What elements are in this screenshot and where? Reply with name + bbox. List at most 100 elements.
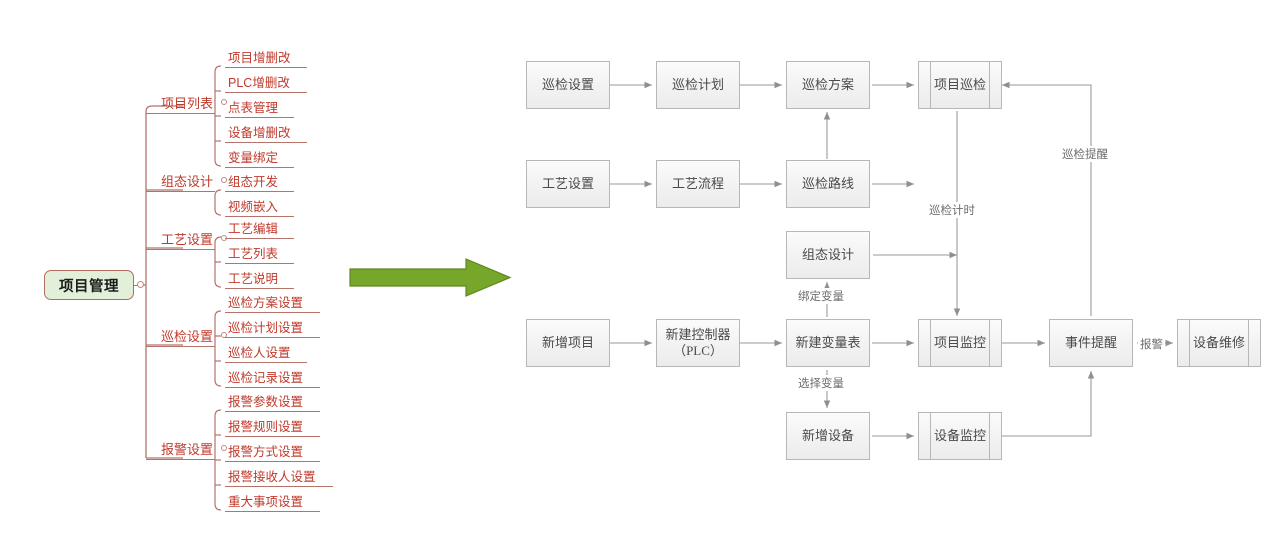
mindmap-leaf[interactable]: PLC增删改 bbox=[225, 72, 307, 94]
mindmap-leaf-label: 设备增删改 bbox=[228, 126, 291, 140]
underline bbox=[225, 263, 294, 265]
flow-node-巡检方案[interactable]: 巡检方案 bbox=[786, 61, 870, 109]
flow-node-工艺流程[interactable]: 工艺流程 bbox=[656, 160, 740, 208]
underline bbox=[146, 113, 215, 115]
mindmap-leaf[interactable]: 报警规则设置 bbox=[225, 416, 320, 438]
flow-node-事件提醒[interactable]: 事件提醒 bbox=[1049, 319, 1133, 367]
mindmap-root-node[interactable]: 项目管理 bbox=[44, 270, 134, 300]
collapse-icon[interactable] bbox=[221, 177, 227, 183]
node-label: 设备维修 bbox=[1192, 334, 1245, 350]
underline bbox=[225, 511, 320, 513]
edge-label-选择变量: 选择变量 bbox=[796, 375, 846, 391]
underline bbox=[225, 216, 294, 218]
node-label: 设备监控 bbox=[933, 427, 986, 443]
node-label: 巡检路线 bbox=[801, 175, 854, 191]
mindmap-panel: 项目管理 项目列表 组态设计 工艺设置 巡检设置 报警设置 bbox=[0, 0, 510, 559]
mindmap-leaf[interactable]: 变量绑定 bbox=[225, 147, 294, 169]
flow-node-巡检计划[interactable]: 巡检计划 bbox=[656, 61, 740, 109]
collapse-icon[interactable] bbox=[221, 332, 227, 338]
mindmap-connectors bbox=[139, 65, 222, 511]
mindmap-leaf-label: 项目增删改 bbox=[228, 51, 291, 65]
mindmap-leaf-label: 视频嵌入 bbox=[228, 200, 279, 214]
mindmap-root-label: 项目管理 bbox=[59, 278, 119, 295]
node-label: 新建控制器 （PLC） bbox=[665, 326, 731, 358]
mindmap-leaf-label: 点表管理 bbox=[228, 101, 279, 115]
mindmap-leaf[interactable]: 工艺编辑 bbox=[225, 218, 294, 240]
flow-node-设备维修[interactable]: 设备维修 bbox=[1177, 319, 1261, 367]
flow-node-设备监控[interactable]: 设备监控 bbox=[918, 412, 1002, 460]
mindmap-leaf-label: 巡检计划设置 bbox=[228, 321, 304, 335]
mindmap-leaf[interactable]: 工艺说明 bbox=[225, 268, 294, 290]
mindmap-leaf-label: 巡检记录设置 bbox=[228, 371, 304, 385]
flow-node-新建变量表[interactable]: 新建变量表 bbox=[786, 319, 870, 367]
underline bbox=[225, 337, 320, 339]
mindmap-root-collapse-icon[interactable] bbox=[137, 281, 144, 288]
mindmap-leaf[interactable]: 报警参数设置 bbox=[225, 391, 320, 413]
mindmap-branch-报警设置[interactable]: 报警设置 bbox=[146, 439, 227, 461]
mindmap-leaf-label: 报警接收人设置 bbox=[228, 470, 316, 484]
flow-node-工艺设置[interactable]: 工艺设置 bbox=[526, 160, 610, 208]
node-label: 项目巡检 bbox=[933, 76, 986, 92]
mindmap-leaf[interactable]: 巡检方案设置 bbox=[225, 292, 320, 314]
mindmap-leaf-label: 重大事项设置 bbox=[228, 495, 304, 509]
mindmap-leaf[interactable]: 报警方式设置 bbox=[225, 441, 320, 463]
flow-node-组态设计[interactable]: 组态设计 bbox=[786, 231, 870, 279]
mindmap-leaf[interactable]: 巡检计划设置 bbox=[225, 317, 320, 339]
node-label: 新建变量表 bbox=[795, 334, 861, 350]
underline bbox=[225, 486, 333, 488]
collapse-icon[interactable] bbox=[221, 99, 227, 105]
mindmap-leaf[interactable]: 视频嵌入 bbox=[225, 196, 294, 218]
underline bbox=[225, 191, 294, 193]
node-label: 巡检方案 bbox=[801, 76, 854, 92]
node-label: 事件提醒 bbox=[1064, 334, 1117, 350]
underline bbox=[225, 362, 307, 364]
mindmap-leaf-label: 报警方式设置 bbox=[228, 445, 304, 459]
mindmap-branch-项目列表[interactable]: 项目列表 bbox=[146, 93, 227, 115]
node-label: 巡检计划 bbox=[671, 76, 724, 92]
underline bbox=[225, 436, 320, 438]
flow-node-新增设备[interactable]: 新增设备 bbox=[786, 412, 870, 460]
mindmap-leaf[interactable]: 组态开发 bbox=[225, 171, 294, 193]
flow-node-新建控制器[interactable]: 新建控制器 （PLC） bbox=[656, 319, 740, 367]
flow-node-项目监控[interactable]: 项目监控 bbox=[918, 319, 1002, 367]
node-label: 工艺设置 bbox=[541, 175, 594, 191]
mindmap-leaf[interactable]: 点表管理 bbox=[225, 97, 294, 119]
mindmap-leaf-label: 组态开发 bbox=[228, 175, 279, 189]
mindmap-branch-巡检设置[interactable]: 巡检设置 bbox=[146, 326, 227, 348]
node-label: 巡检设置 bbox=[541, 76, 594, 92]
underline bbox=[146, 191, 215, 193]
mindmap-leaf[interactable]: 巡检人设置 bbox=[225, 342, 307, 364]
node-label: 组态设计 bbox=[801, 246, 854, 262]
mindmap-leaf[interactable]: 设备增删改 bbox=[225, 122, 307, 144]
green-block-arrow-icon bbox=[349, 258, 512, 297]
flow-node-新增项目[interactable]: 新增项目 bbox=[526, 319, 610, 367]
mindmap-leaf-label: 工艺编辑 bbox=[228, 222, 279, 236]
flow-node-巡检路线[interactable]: 巡检路线 bbox=[786, 160, 870, 208]
mindmap-branch-组态设计[interactable]: 组态设计 bbox=[146, 171, 227, 193]
mindmap-leaf-label: 巡检人设置 bbox=[228, 346, 291, 360]
underline bbox=[146, 249, 215, 251]
mindmap-leaf[interactable]: 报警接收人设置 bbox=[225, 466, 333, 488]
mindmap-branch-label: 报警设置 bbox=[160, 442, 213, 457]
underline bbox=[146, 459, 215, 461]
mindmap-branch-label: 项目列表 bbox=[160, 96, 213, 111]
node-label: 工艺流程 bbox=[671, 175, 724, 191]
mindmap-leaf[interactable]: 工艺列表 bbox=[225, 243, 294, 265]
collapse-icon[interactable] bbox=[221, 445, 227, 451]
underline bbox=[225, 387, 320, 389]
mindmap-leaf[interactable]: 项目增删改 bbox=[225, 47, 307, 69]
mindmap-branch-工艺设置[interactable]: 工艺设置 bbox=[146, 229, 227, 251]
mindmap-root-stub bbox=[134, 284, 139, 286]
mindmap-leaf[interactable]: 巡检记录设置 bbox=[225, 367, 320, 389]
mindmap-leaf-label: 工艺说明 bbox=[228, 272, 279, 286]
node-label: 新增项目 bbox=[541, 334, 594, 350]
underline bbox=[146, 346, 215, 348]
mindmap-leaf[interactable]: 重大事项设置 bbox=[225, 491, 320, 513]
edge-label-报警: 报警 bbox=[1138, 336, 1165, 352]
edge-label-巡检提醒: 巡检提醒 bbox=[1060, 146, 1110, 162]
flow-node-项目巡检[interactable]: 项目巡检 bbox=[918, 61, 1002, 109]
mindmap-branch-label: 巡检设置 bbox=[160, 329, 213, 344]
flow-node-巡检设置[interactable]: 巡检设置 bbox=[526, 61, 610, 109]
underline bbox=[225, 92, 307, 94]
